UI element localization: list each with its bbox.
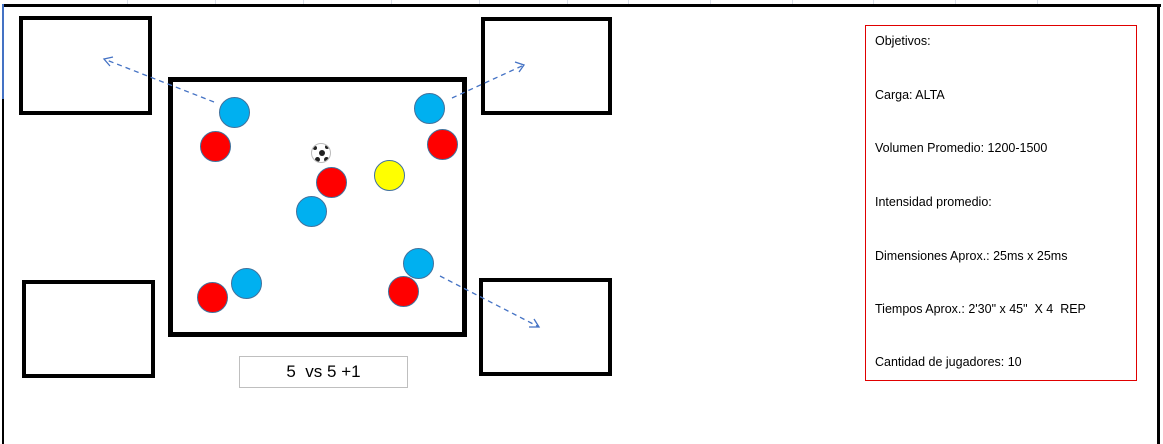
player-blue[interactable] xyxy=(231,268,262,299)
player-blue[interactable] xyxy=(403,248,434,279)
gridline xyxy=(215,0,216,5)
info-volumen: Volumen Promedio: 1200-1500 xyxy=(875,141,1048,155)
playing-field[interactable] xyxy=(168,77,467,337)
arrowhead-icon xyxy=(529,318,541,328)
arrowhead-icon xyxy=(514,61,526,73)
player-blue[interactable] xyxy=(296,196,327,227)
player-red[interactable] xyxy=(316,167,347,198)
canvas-frame-top xyxy=(3,4,1161,7)
gridline xyxy=(567,0,568,5)
side-box-bottom-left[interactable] xyxy=(22,280,155,378)
info-tiempos: Tiempos Aprox.: 2'30" x 45" X 4 REP xyxy=(875,302,1086,316)
drill-label[interactable]: 5 vs 5 +1 xyxy=(239,356,408,388)
side-box-top-right[interactable] xyxy=(481,17,612,115)
player-red[interactable] xyxy=(388,276,419,307)
player-red[interactable] xyxy=(427,129,458,160)
player-red[interactable] xyxy=(200,131,231,162)
player-blue[interactable] xyxy=(414,93,445,124)
arrow-line xyxy=(451,64,525,99)
info-objetivos: Objetivos: xyxy=(875,34,931,48)
info-intensidad: Intensidad promedio: xyxy=(875,195,992,209)
player-red[interactable] xyxy=(197,282,228,313)
arrowhead-icon xyxy=(102,56,114,67)
info-cantidad: Cantidad de jugadores: 10 xyxy=(875,355,1022,369)
gridline xyxy=(710,0,711,5)
info-carga: Carga: ALTA xyxy=(875,88,945,102)
arrow-line xyxy=(439,275,540,328)
canvas-frame-right xyxy=(1157,4,1160,444)
info-panel[interactable]: Objetivos: Carga: ALTA Volumen Promedio:… xyxy=(865,25,1137,381)
gridline xyxy=(1037,0,1038,5)
gridline xyxy=(127,0,128,5)
info-dimensiones: Dimensiones Aprox.: 25ms x 25ms xyxy=(875,249,1068,263)
gridline xyxy=(479,0,480,5)
side-box-bottom-right[interactable] xyxy=(479,278,612,376)
gridline xyxy=(873,0,874,5)
soccer-ball-icon[interactable] xyxy=(311,143,331,163)
player-blue[interactable] xyxy=(219,97,250,128)
gridline xyxy=(955,0,956,5)
gridline xyxy=(792,0,793,5)
gridline xyxy=(303,0,304,5)
drill-label-text: 5 vs 5 +1 xyxy=(286,362,361,381)
gridline xyxy=(391,0,392,5)
selection-edge xyxy=(2,4,4,99)
arrow-line xyxy=(103,58,215,103)
player-neutral[interactable] xyxy=(374,160,405,191)
gridline xyxy=(628,0,629,5)
side-box-top-left[interactable] xyxy=(19,16,152,115)
canvas-frame-left xyxy=(2,4,4,444)
